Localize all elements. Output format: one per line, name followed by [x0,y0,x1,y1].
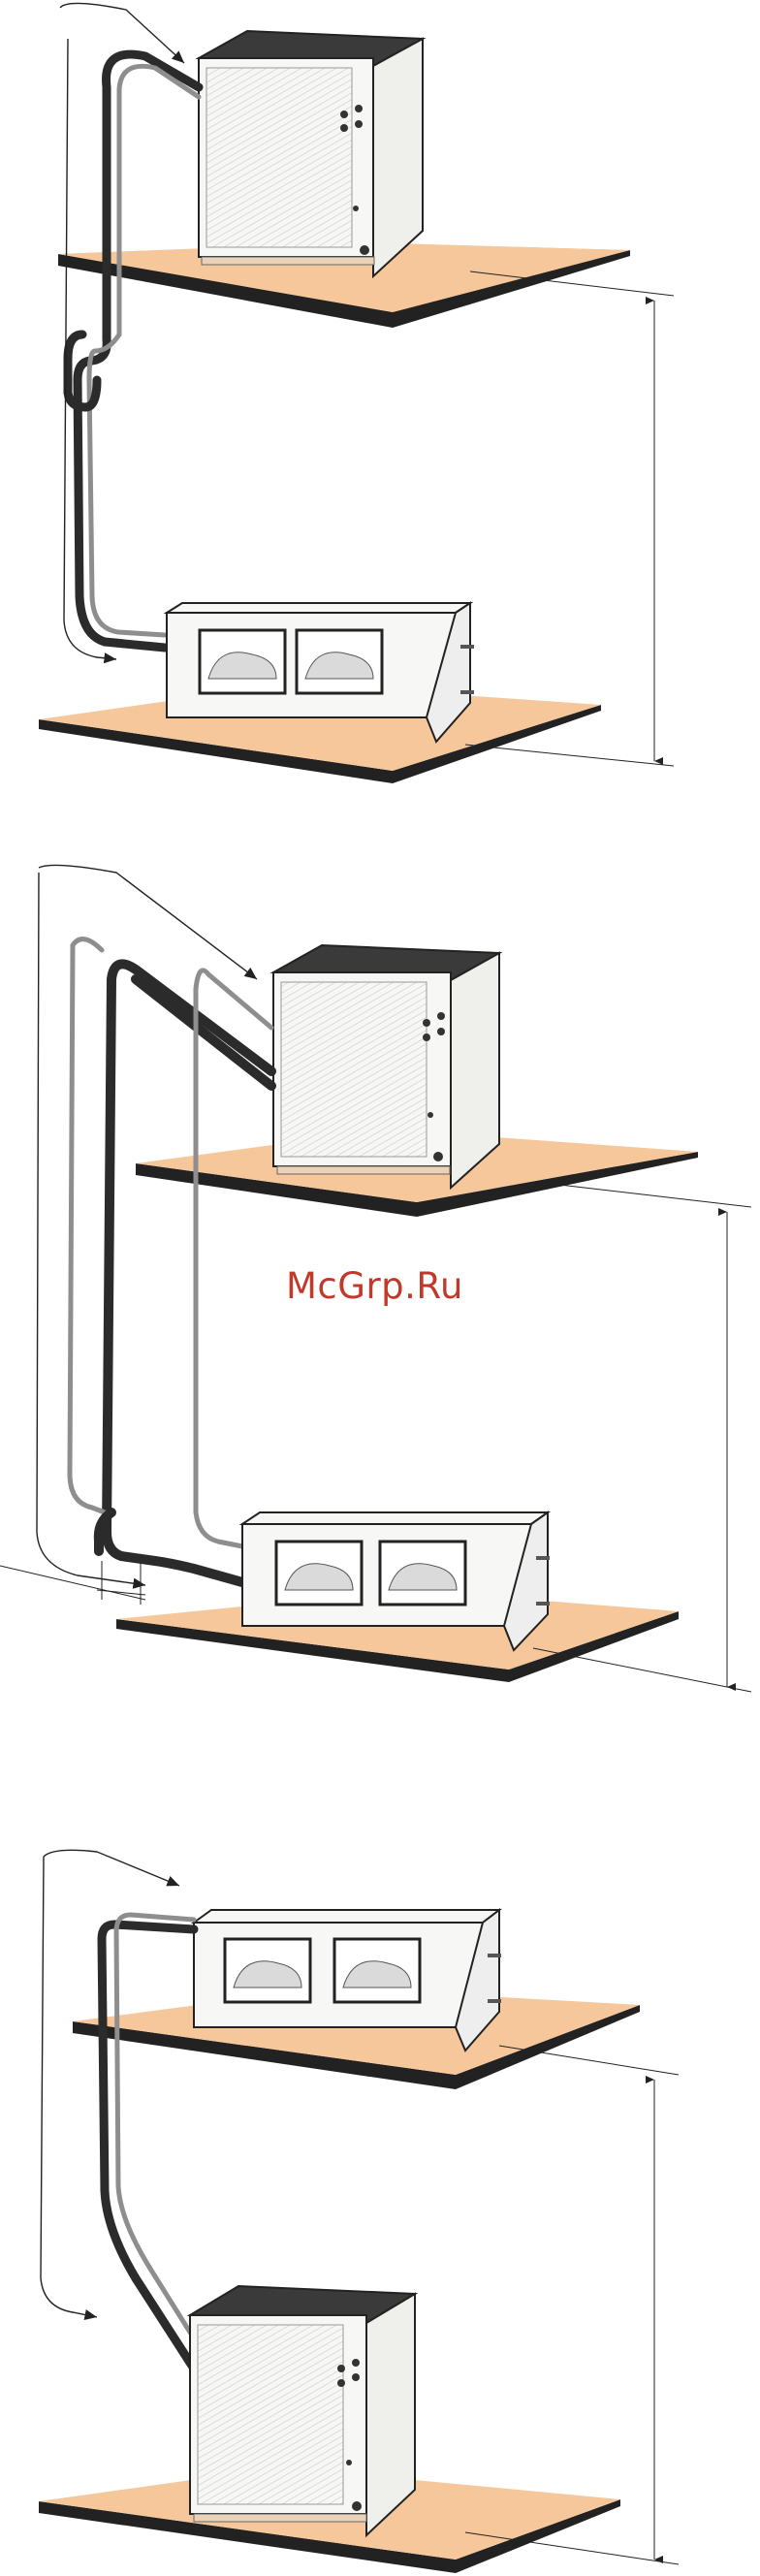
panel-3 [39,1850,679,2573]
height-dimension [465,271,674,766]
panel-1 [39,3,674,783]
outdoor-unit [199,31,423,276]
trap-dimension [0,1561,145,1605]
refrigerant-pipes [102,1915,199,2366]
flow-arrow-icon [41,1850,179,2317]
outdoor-unit [190,2286,415,2535]
refrigerant-pipes [68,54,199,648]
outdoor-unit [273,945,499,1188]
watermark-text: McGrp.Ru [286,1265,463,1307]
height-dimension [465,2046,679,2564]
refrigerant-pipes [70,939,271,1582]
